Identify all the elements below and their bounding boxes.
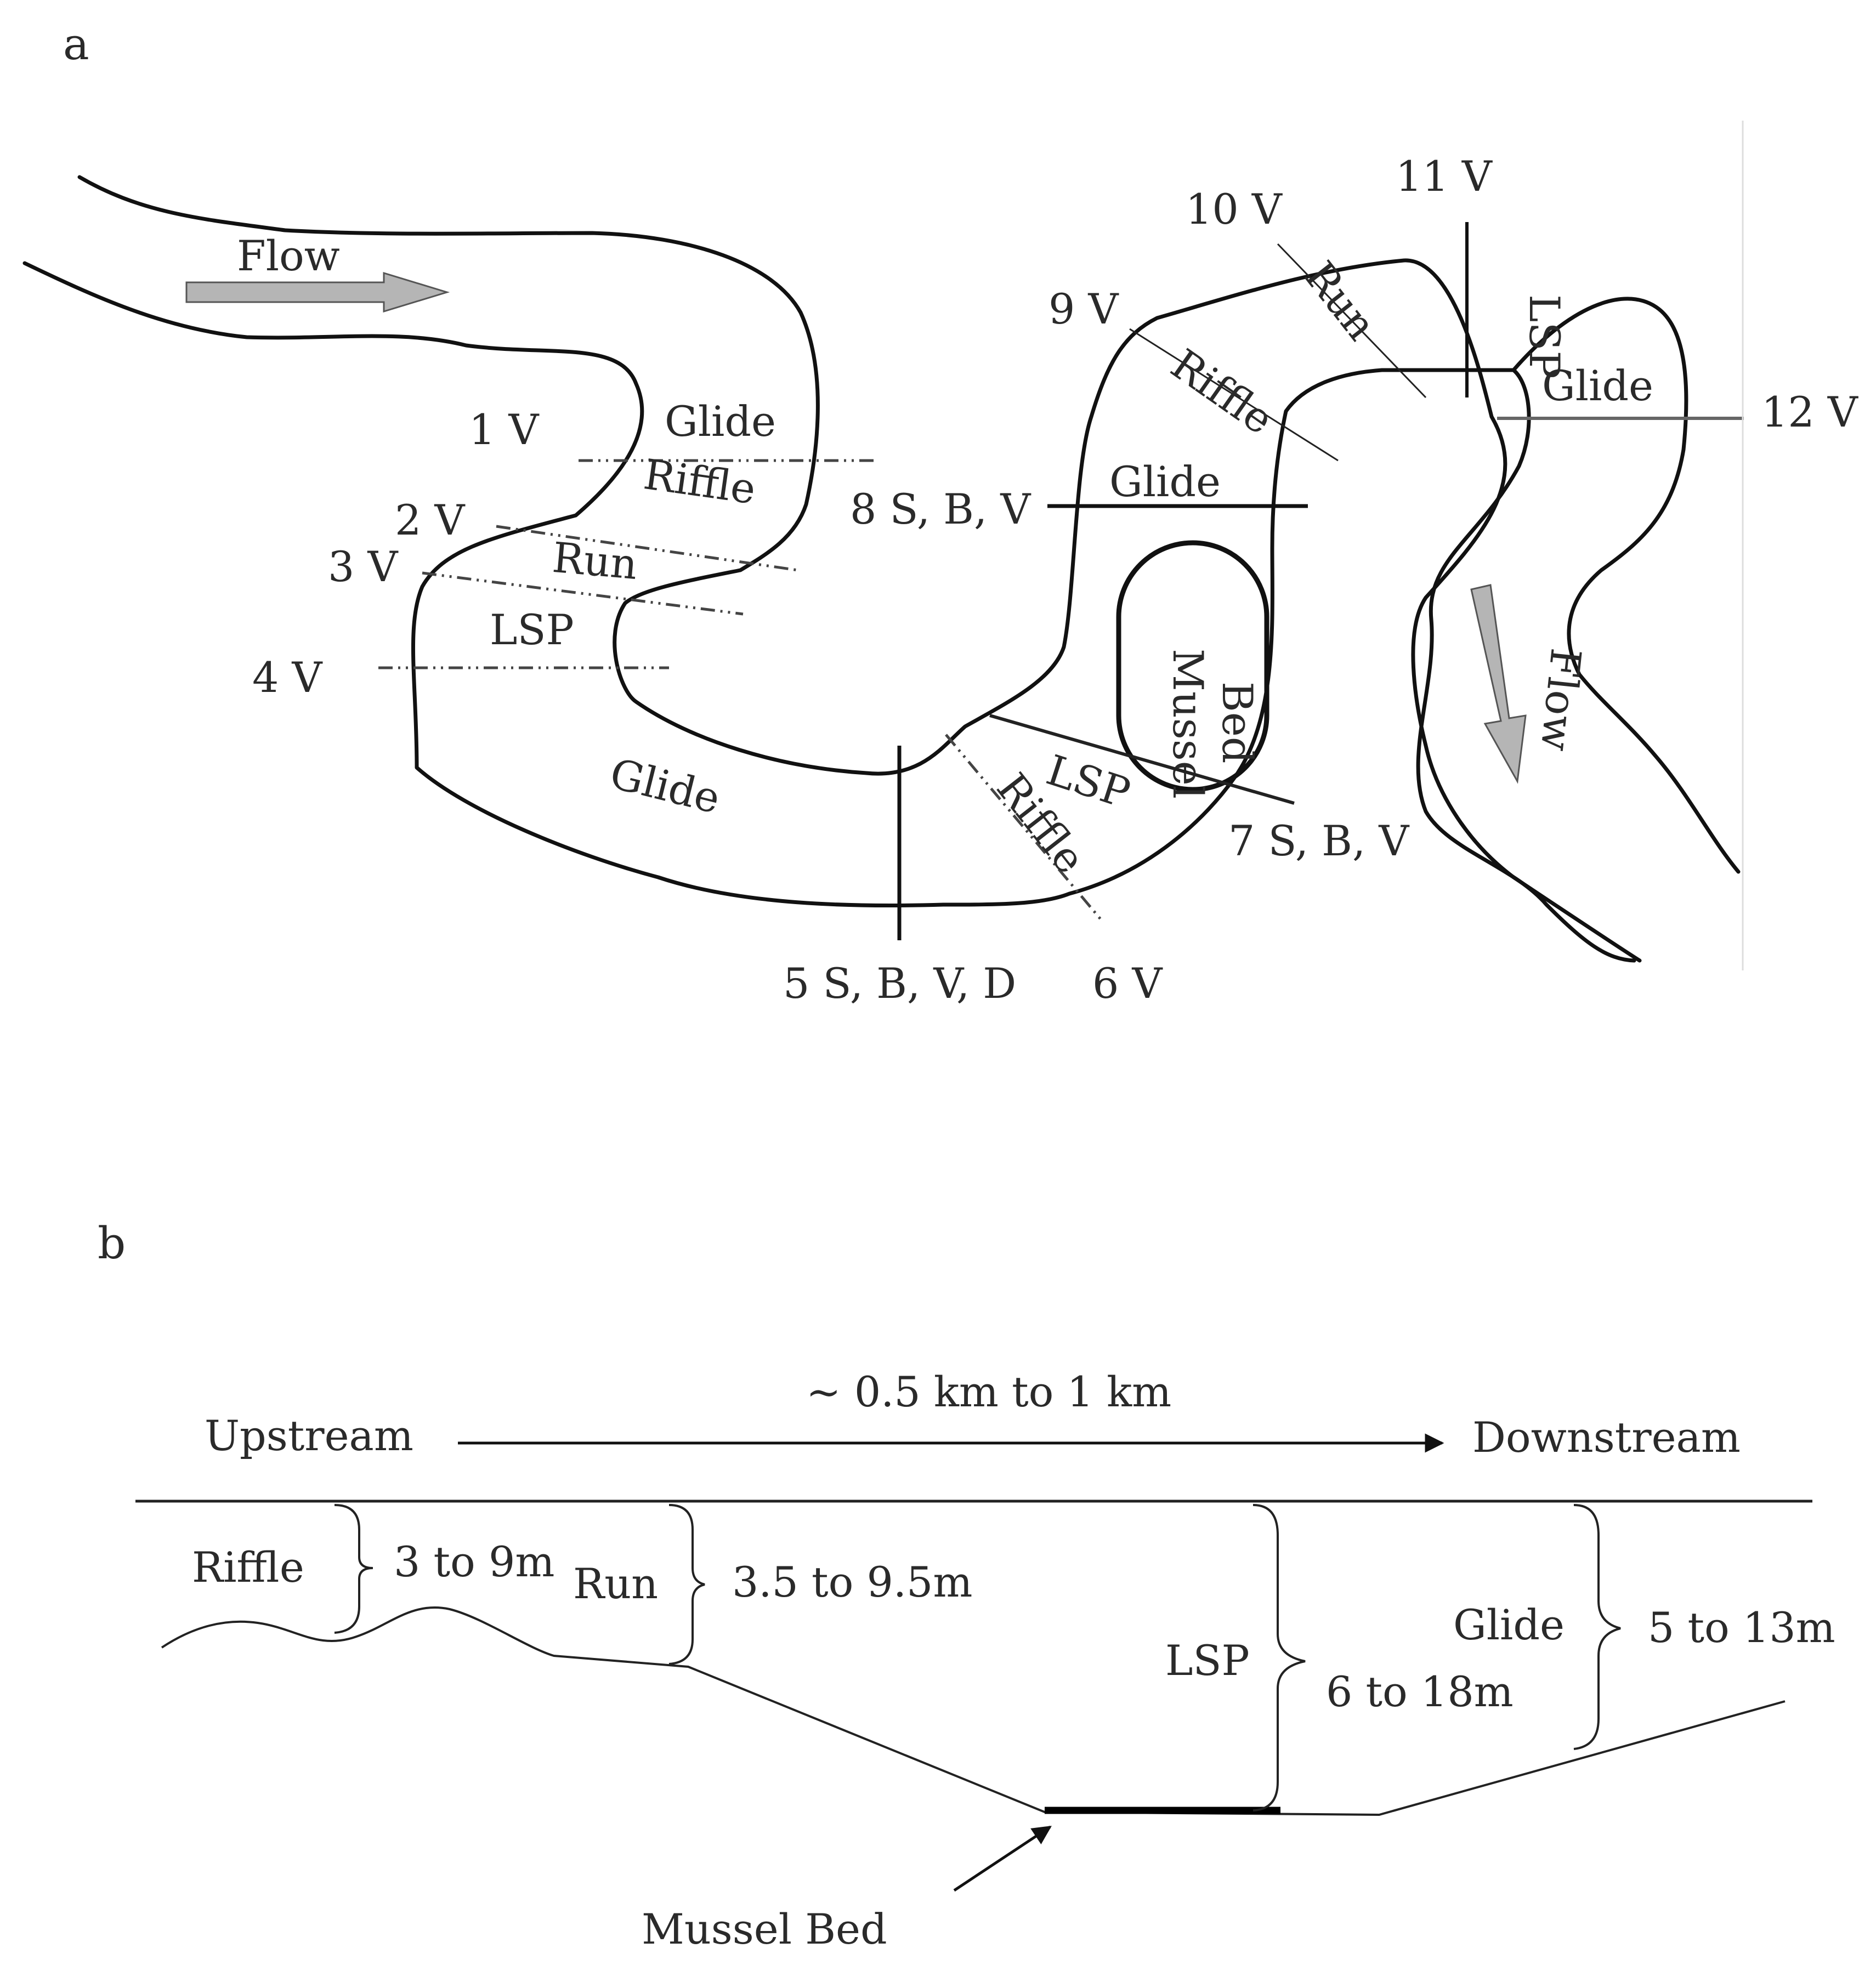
panel-b-label: b xyxy=(98,1218,126,1269)
river-inner-bank xyxy=(22,261,1636,963)
transect-line-7 xyxy=(989,714,1295,805)
unit-label-glide-2: Glide xyxy=(605,749,725,823)
unit-label-run-1: Run xyxy=(551,533,639,589)
flow-label-upstream: Flow xyxy=(237,231,340,280)
distance-label: ~ 0.5 km to 1 km xyxy=(806,1367,1171,1416)
unit-label-lsp-1: LSP xyxy=(490,605,574,654)
brace-riffle xyxy=(334,1504,373,1634)
river-outer-bank xyxy=(77,175,1642,963)
profile-length-run: 3.5 to 9.5m xyxy=(732,1558,972,1606)
streambed-profile xyxy=(161,1606,1786,1816)
transect-label-4: 4 V xyxy=(252,653,323,702)
unit-label-glide-4: Glide xyxy=(1542,361,1653,410)
flow-label-downstream: Flow xyxy=(1531,646,1590,753)
transect-label-6: 6 V xyxy=(1092,959,1163,1008)
transect-label-1: 1 V xyxy=(469,405,540,454)
profile-length-riffle: 3 to 9m xyxy=(394,1537,554,1586)
panel-a-label: a xyxy=(63,19,89,70)
mussel-bed-outline xyxy=(1116,540,1269,792)
upstream-label: Upstream xyxy=(205,1411,413,1460)
panel-a: a Flow Flow Mussel Bed Glide Riffle Run … xyxy=(22,19,1858,1008)
unit-label-riffle-1: Riffle xyxy=(641,450,759,514)
transect-line-9 xyxy=(1129,328,1339,462)
unit-label-lsp-3: LSP xyxy=(1520,294,1569,379)
transect-label-8: 8 S, B, V xyxy=(850,485,1031,533)
mussel-bed-pointer xyxy=(953,1825,1052,1892)
transect-line-2 xyxy=(496,525,798,572)
transect-label-10: 10 V xyxy=(1186,185,1283,234)
flow-arrow-upstream xyxy=(185,271,450,313)
transect-label-7: 7 S, B, V xyxy=(1228,816,1409,865)
profile-length-lsp: 6 to 18m xyxy=(1326,1667,1514,1716)
profile-label-lsp: LSP xyxy=(1165,1636,1250,1685)
brace-glide xyxy=(1573,1504,1621,1750)
profile-length-glide: 5 to 13m xyxy=(1648,1603,1835,1652)
profile-label-glide: Glide xyxy=(1453,1600,1565,1649)
unit-label-run-2: Run xyxy=(1295,252,1386,349)
transect-line-6 xyxy=(945,734,1103,922)
panel-b: b ~ 0.5 km to 1 km Upstream Downstream R… xyxy=(98,1218,1835,1953)
transect-label-9: 9 V xyxy=(1048,285,1119,333)
profile-label-riffle: Riffle xyxy=(192,1543,304,1592)
unit-label-riffle-3: Riffle xyxy=(1163,339,1283,444)
transect-line-3 xyxy=(422,571,744,616)
profile-label-run: Run xyxy=(573,1559,658,1608)
transect-label-11: 11 V xyxy=(1396,152,1493,201)
unit-label-glide-3: Glide xyxy=(1109,457,1221,506)
transect-label-3: 3 V xyxy=(328,542,399,591)
brace-run xyxy=(668,1504,705,1665)
brace-lsp xyxy=(1252,1504,1306,1811)
river-outer-bank-far xyxy=(1511,297,1741,874)
transect-label-2: 2 V xyxy=(395,496,466,544)
mussel-bed-caption: Mussel Bed xyxy=(642,1905,887,1953)
transect-label-12: 12 V xyxy=(1761,388,1858,436)
flow-arrow-downstream xyxy=(1470,584,1527,784)
mussel-bed-label-line2: Bed xyxy=(1213,681,1262,763)
unit-label-glide-1: Glide xyxy=(665,397,776,446)
transect-line-10 xyxy=(1277,243,1427,399)
transect-label-5: 5 S, B, V, D xyxy=(783,959,1016,1008)
downstream-label: Downstream xyxy=(1472,1413,1741,1462)
